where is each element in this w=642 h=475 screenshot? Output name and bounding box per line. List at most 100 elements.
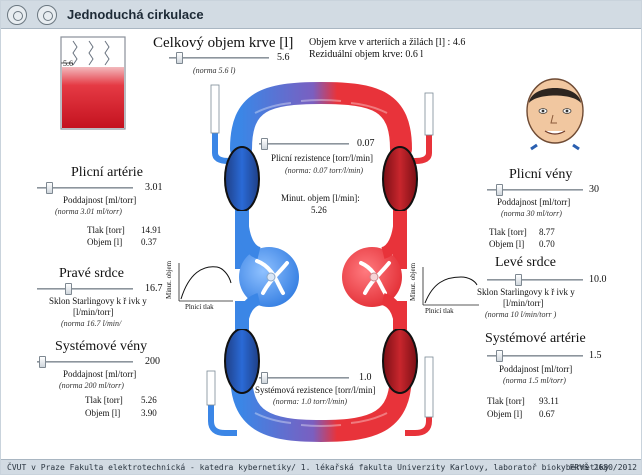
pulmonary-arteries-compliance-label: Poddajnost [ml/torr] [63, 195, 137, 205]
systemic-arteries-slider-thumb[interactable] [496, 350, 503, 362]
pulmonary-veins-slider[interactable] [487, 184, 583, 196]
systemic-arteries-volume-value: 0.67 [539, 409, 555, 419]
right-heart-plot-xlabel: Plnicí tlak [185, 303, 214, 311]
systemic-capillary-band [230, 362, 412, 443]
pulmonary-arteries-norm: (norma 3.01 ml/torr) [55, 207, 122, 216]
left-heart-plot-xlabel: Plnicí tlak [425, 307, 454, 315]
minute-volume-value: 5.26 [311, 205, 327, 215]
systemic-arteries-value: 1.5 [589, 350, 602, 361]
pulmonary-arteries-pressure-value: 14.91 [141, 225, 162, 235]
pulmonary-arteries-slider-thumb[interactable] [46, 182, 53, 194]
systemic-artery-chamber [382, 328, 418, 394]
pulmonary-veins-value: 30 [589, 184, 599, 195]
pulmonary-vein-chamber [382, 146, 418, 212]
total-volume-norm: (norma 5.6 l) [193, 66, 236, 75]
systemic-resistance-label: Systémová rezistence [torr/l/min] [255, 385, 376, 395]
pulmonary-veins-compliance-label: Poddajnost [ml/torr] [497, 197, 571, 207]
right-heart-slider-thumb[interactable] [65, 283, 72, 295]
systemic-vein-chamber [224, 328, 260, 394]
capillary-pattern-bottom [254, 412, 388, 427]
systemic-vein-manometer [208, 373, 237, 436]
systemic-veins-pressure-label: Tlak [torr] [85, 395, 123, 405]
total-volume-slider[interactable] [169, 52, 269, 64]
systemic-arteries-slider[interactable] [487, 350, 583, 362]
right-heart-slope-label-1: Sklon Starlingovy k ř ivk y [49, 296, 147, 306]
pulmonary-veins-heading: Plicní vény [509, 167, 573, 182]
pulmonary-resistance-label: Plicní rezistence [torr/l/min] [271, 153, 373, 163]
left-heart-starling-plot [415, 263, 481, 317]
left-heart-norm: (norma 10 l/min/torr ) [485, 310, 557, 319]
pulmonary-arteries-volume-label: Objem [l] [87, 237, 123, 247]
pulmonary-veins-pressure-label: Tlak [torr] [489, 227, 527, 237]
systemic-resistance-slider[interactable] [259, 372, 349, 384]
systemic-resistance-slider-thumb[interactable] [261, 372, 268, 384]
left-heart-plot-ylabel: Minut. objem [409, 262, 417, 301]
systemic-arteries-volume-label: Objem [l] [487, 409, 523, 419]
pulmonary-arteries-volume-value: 0.37 [141, 237, 157, 247]
systemic-arteries-compliance-label: Poddajnost [ml/torr] [499, 364, 573, 374]
left-heart-slider-thumb[interactable] [515, 274, 522, 286]
systemic-resistance-norm: (norma: 1.0 torr/l/min) [273, 397, 347, 406]
total-volume-value: 5.6 [277, 52, 290, 63]
total-volume-heading: Celkový objem krve [l] [153, 35, 294, 51]
footer-bar: ČVUT v Praze Fakulta elektrotechnická - … [1, 459, 641, 474]
right-heart-starling-plot [169, 259, 235, 313]
systemic-veins-pressure-value: 5.26 [141, 395, 157, 405]
right-heart-slope-label-2: [l/min/torr] [73, 307, 114, 317]
left-heart-slope-label-1: Sklon Starlingovy k ř ivk y [477, 287, 575, 297]
pulmonary-veins-slider-thumb[interactable] [496, 184, 503, 196]
systemic-veins-slider[interactable] [37, 356, 133, 368]
footer-credits: ČVUT v Praze Fakulta elektrotechnická - … [7, 463, 610, 472]
systemic-arteries-pressure-label: Tlak [torr] [487, 396, 525, 406]
blood-beaker-icon [60, 36, 126, 130]
pulmonary-arteries-heading: Plicní artérie [71, 165, 143, 180]
systemic-artery-manometer [405, 361, 432, 436]
arterial-venous-volume: Objem krve v arteriích a žilách [l] : 4.… [309, 37, 466, 48]
systemic-veins-value: 200 [145, 356, 160, 367]
systemic-arteries-heading: Systémové artérie [485, 331, 586, 346]
systemic-veins-volume-value: 3.90 [141, 408, 157, 418]
pulmonary-arteries-slider[interactable] [37, 182, 133, 194]
university-logo-icon [7, 5, 27, 25]
systemic-veins-heading: Systémové vény [55, 339, 148, 354]
right-heart-slider[interactable] [37, 283, 133, 295]
left-heart-slider[interactable] [487, 274, 583, 286]
patient-face-icon [526, 78, 584, 151]
total-volume-slider-thumb[interactable] [176, 52, 183, 64]
residual-volume: Reziduální objem krve: 0.6 l [309, 49, 424, 60]
systemic-arteries-norm: (norma 1.5 ml/torr) [503, 376, 566, 385]
systemic-veins-volume-label: Objem [l] [85, 408, 121, 418]
pulmonary-veins-pressure-value: 8.77 [539, 227, 555, 237]
systemic-veins-norm: (norma 200 ml/torr) [59, 381, 124, 390]
right-heart-value: 16.7 [145, 283, 163, 294]
pulmonary-capillary-band [230, 81, 412, 160]
systemic-veins-compliance-label: Poddajnost [ml/torr] [63, 369, 137, 379]
pulmonary-arteries-pressure-label: Tlak [torr] [87, 225, 125, 235]
pulmonary-resistance-slider[interactable] [259, 138, 349, 150]
left-heart-value: 10.0 [589, 274, 607, 285]
pulmonary-artery-chamber [224, 146, 260, 212]
right-heart-heading: Pravé srdce [59, 266, 124, 281]
pulmonary-arteries-value: 3.01 [145, 182, 163, 193]
pulmonary-resistance-value: 0.07 [357, 138, 375, 149]
systemic-arteries-pressure-value: 93.11 [539, 396, 559, 406]
pulmonary-veins-volume-label: Objem [l] [489, 239, 525, 249]
title-bar: Jednoduchá cirkulace [1, 1, 641, 29]
pulmonary-resistance-norm: (norma: 0.07 torr/l/min) [285, 166, 363, 175]
right-heart-plot-ylabel: Minut. objem [165, 260, 173, 299]
footer-grant: FRVŠ 2680/2012 [569, 463, 637, 472]
systemic-veins-slider-thumb[interactable] [39, 356, 46, 368]
pulmonary-veins-norm: (norma 30 ml/torr) [501, 209, 562, 218]
pulmonary-resistance-slider-thumb[interactable] [261, 138, 268, 150]
app-title: Jednoduchá cirkulace [67, 7, 204, 22]
left-heart-heading: Levé srdce [495, 255, 557, 270]
faculty-logo-icon [37, 5, 57, 25]
pulmonary-veins-volume-value: 0.70 [539, 239, 555, 249]
capillary-pattern [254, 99, 388, 114]
left-heart-slope-label-2: [l/min/torr] [503, 298, 544, 308]
minute-volume-label: Minut. objem [l/min]: [281, 193, 360, 203]
systemic-resistance-value: 1.0 [359, 372, 372, 383]
beaker-level-label: 5.6 [63, 59, 73, 68]
